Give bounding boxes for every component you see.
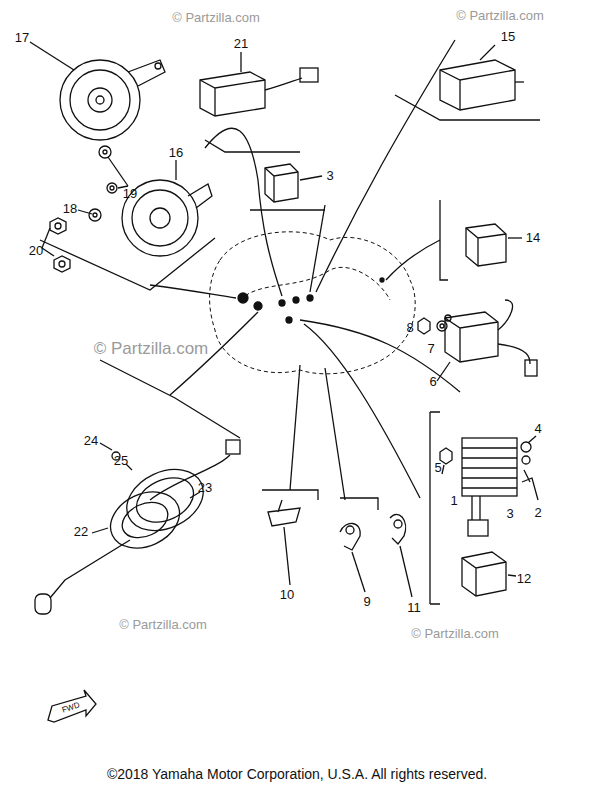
fwd-arrow xyxy=(48,690,96,722)
horn xyxy=(122,160,212,256)
watermark: © Partzilla.com xyxy=(94,340,209,357)
callout-number: 3 xyxy=(506,507,513,520)
regulator xyxy=(440,436,538,536)
callout-number: 25 xyxy=(114,454,128,467)
watermark: © Partzilla.com xyxy=(456,9,544,22)
callout-number: 20 xyxy=(29,244,43,257)
watermark: © Partzilla.com xyxy=(411,627,499,640)
relay xyxy=(466,224,522,266)
callout-number: 2 xyxy=(534,506,541,519)
callout-number: 3 xyxy=(326,169,333,182)
watermark: © Partzilla.com xyxy=(119,618,207,631)
flasher-relay xyxy=(440,45,524,110)
callout-number: 16 xyxy=(169,146,183,159)
rectifier xyxy=(418,300,537,381)
callout-number: 14 xyxy=(526,231,540,244)
leader-arrow xyxy=(150,40,460,500)
bracket xyxy=(40,95,540,510)
frame-harness xyxy=(210,232,416,374)
callout-number: 9 xyxy=(363,595,370,608)
callout-number: 7 xyxy=(427,342,434,355)
callout-number: 1 xyxy=(450,494,457,507)
callout-number: 5 xyxy=(434,461,441,474)
watermark: © Partzilla.com xyxy=(172,11,260,24)
callout-number: 12 xyxy=(517,572,531,585)
copyright-caption: ©2018 Yamaha Motor Corporation, U.S.A. A… xyxy=(0,766,594,782)
nut xyxy=(42,146,128,272)
horn xyxy=(30,42,165,140)
relay xyxy=(265,164,322,202)
callout-number: 18 xyxy=(63,202,77,215)
fuel-sender xyxy=(35,440,240,614)
callout-number: 4 xyxy=(534,422,541,435)
callout-number: 6 xyxy=(429,375,436,388)
callout-number: 15 xyxy=(501,30,515,43)
relay xyxy=(462,552,516,596)
callout-number: 22 xyxy=(74,525,88,538)
callout-number: 23 xyxy=(198,481,212,494)
callout-number: 11 xyxy=(407,601,421,614)
callout-number: 17 xyxy=(15,31,29,44)
callout-number: 10 xyxy=(280,588,294,601)
callout-number: 21 xyxy=(234,37,248,50)
callout-number: 24 xyxy=(84,434,98,447)
bracket xyxy=(430,412,440,604)
clamp xyxy=(268,500,412,597)
callout-number: 19 xyxy=(123,187,137,200)
ignitor-unit xyxy=(200,52,318,116)
callout-number: 8 xyxy=(406,321,413,334)
